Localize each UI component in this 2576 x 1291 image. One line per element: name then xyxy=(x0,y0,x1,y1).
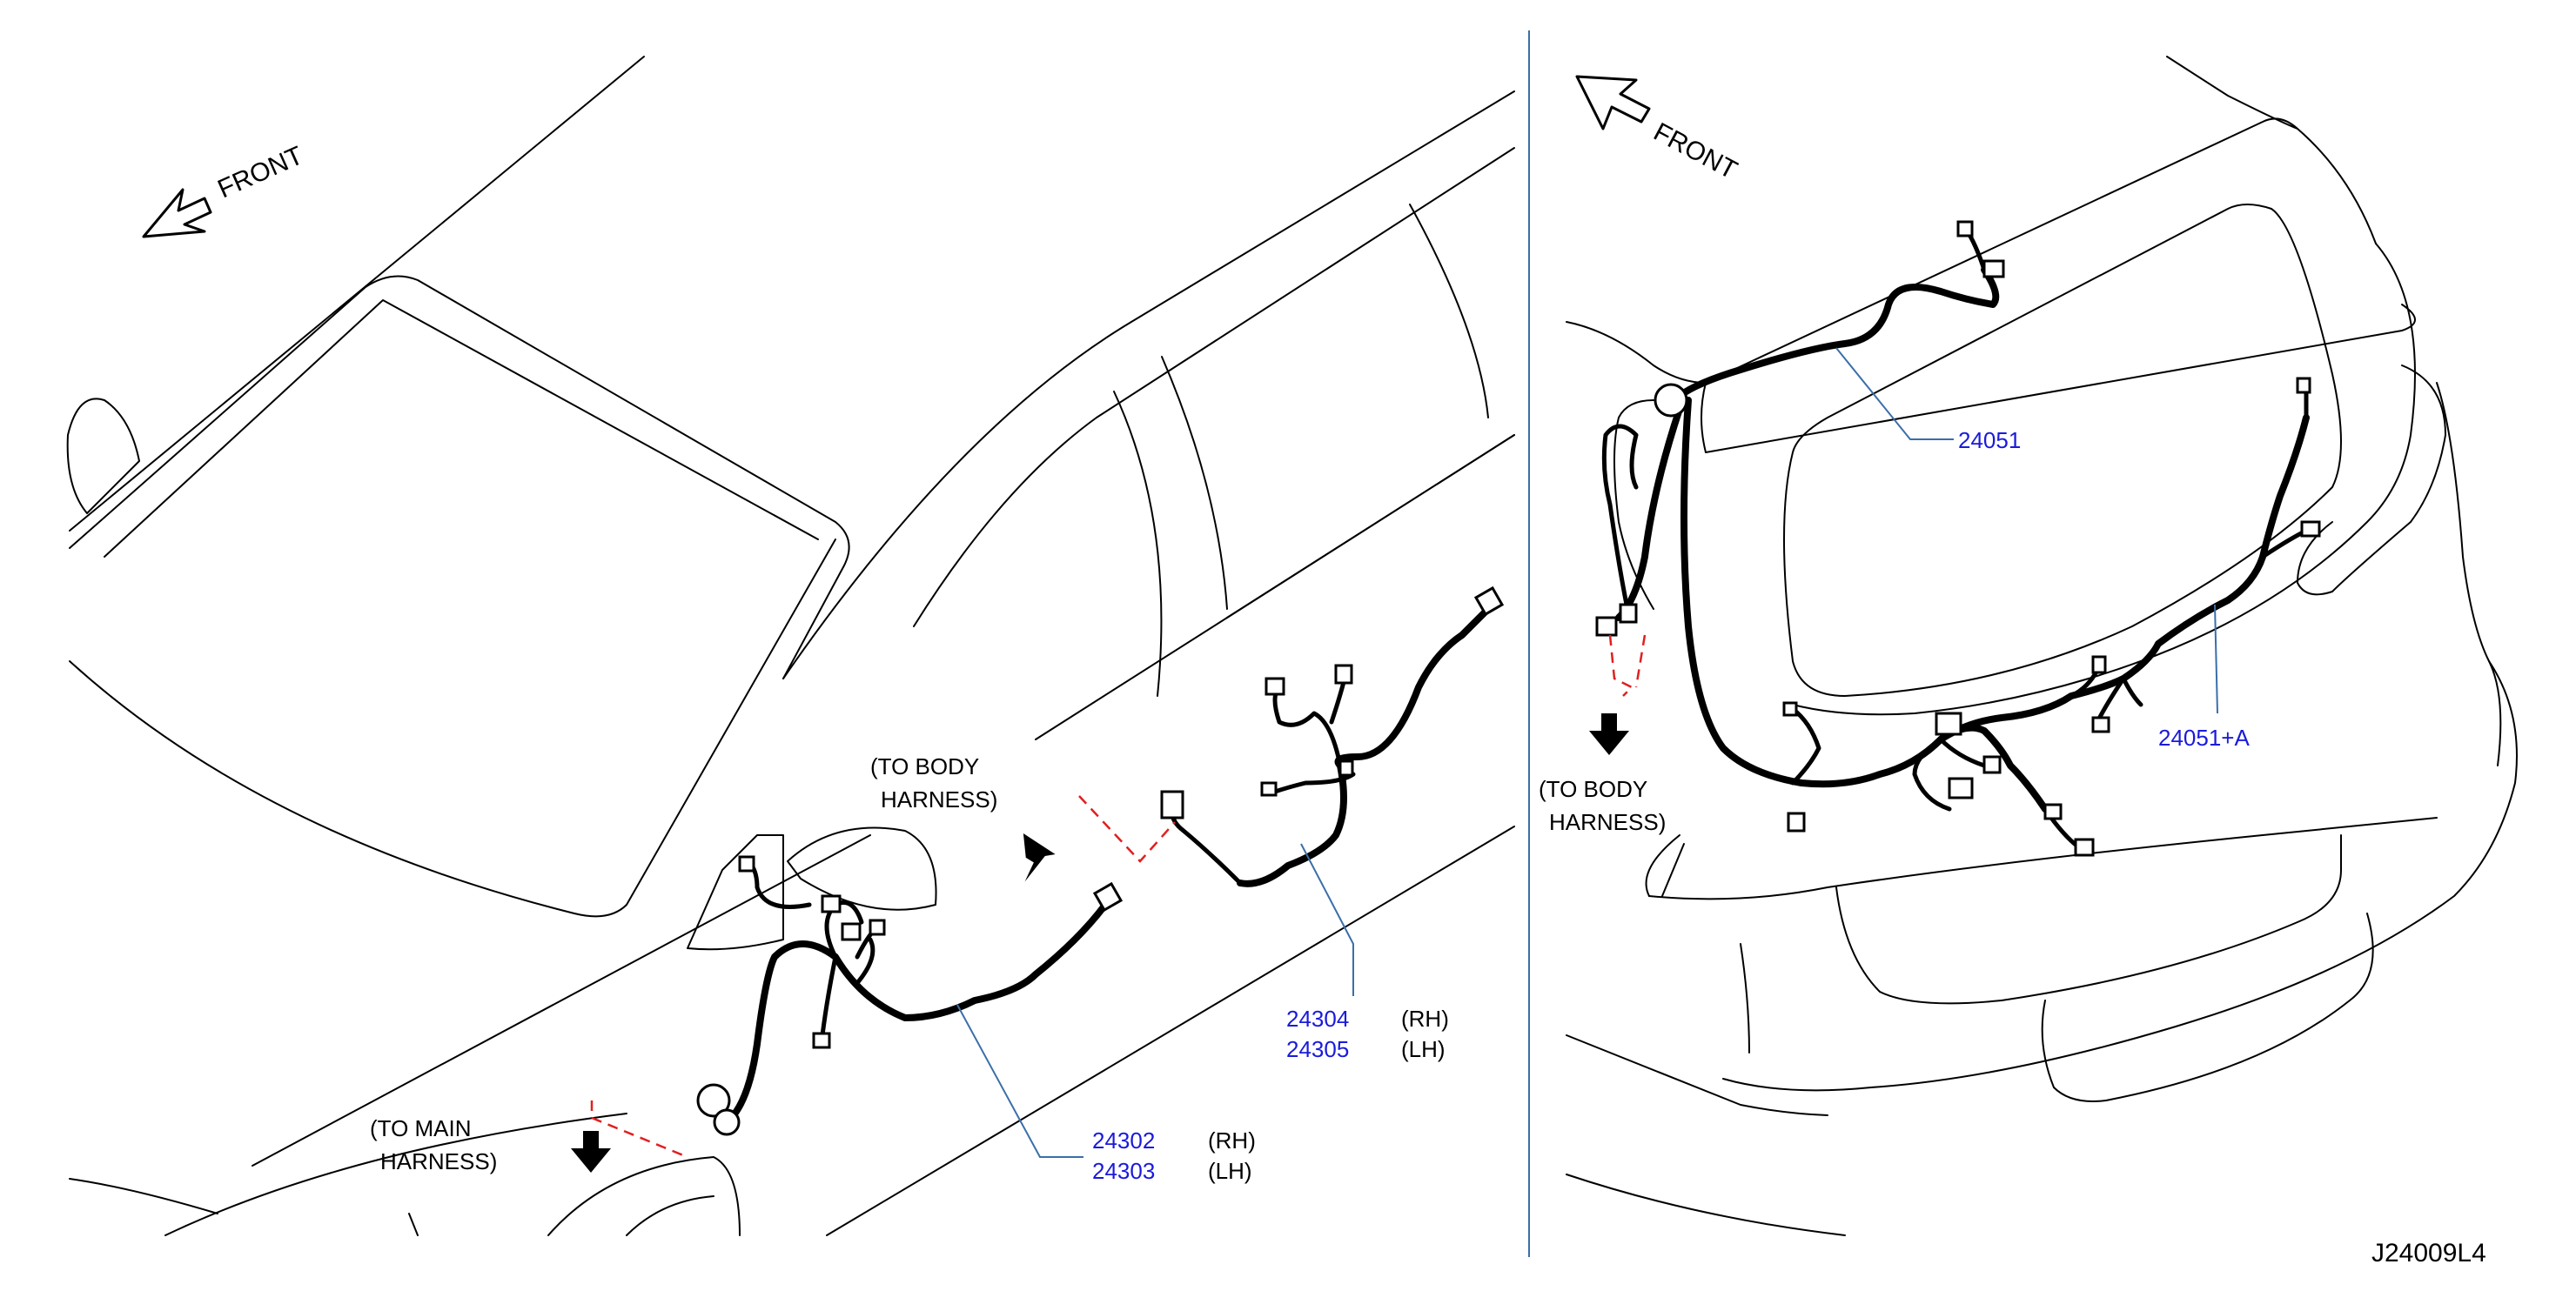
back-door-harness xyxy=(1595,220,2321,857)
callout-24051-A: 24051+A xyxy=(2158,725,2250,751)
main-harness-connection-line xyxy=(590,1100,688,1159)
svg-text:24305: 24305 xyxy=(1286,1036,1349,1062)
svg-text:(RH): (RH) xyxy=(1401,1006,1449,1032)
left-front-indicator: FRONT xyxy=(142,141,307,238)
right-front-indicator: FRONT xyxy=(1575,75,1742,185)
leader-line-24051 xyxy=(1835,347,1954,440)
callout-24051: 24051 xyxy=(1958,427,2021,453)
leader-line-24302 xyxy=(956,1004,1083,1158)
to-main-harness-label: (TO MAIN HARNESS) xyxy=(370,1115,611,1174)
to-body-harness-label-left: (TO BODY HARNESS) xyxy=(870,753,1056,882)
svg-text:HARNESS): HARNESS) xyxy=(380,1148,497,1174)
figure-id: J24009L4 xyxy=(2371,1239,2486,1268)
leader-line-24051A xyxy=(2214,604,2218,714)
svg-text:HARNESS): HARNESS) xyxy=(881,786,997,813)
svg-text:(LH): (LH) xyxy=(1208,1158,1252,1184)
svg-text:(TO BODY: (TO BODY xyxy=(1539,776,1647,802)
front-label: FRONT xyxy=(213,141,307,204)
callout-24302-24303: 24302 (RH) 24303 (LH) xyxy=(1092,1127,1256,1184)
rear-door-harness xyxy=(1160,585,1505,887)
filled-arrow-icon xyxy=(571,1131,611,1173)
body-harness-connection-line-right xyxy=(1608,634,1647,697)
outlined-arrow-icon xyxy=(142,188,212,238)
svg-text:(LH): (LH) xyxy=(1401,1036,1446,1062)
filled-arrow-icon xyxy=(1023,833,1056,882)
to-body-harness-label-right: (TO BODY HARNESS) xyxy=(1539,713,1685,897)
front-door-harness xyxy=(696,855,1124,1136)
svg-text:HARNESS): HARNESS) xyxy=(1549,809,1666,835)
front-label: FRONT xyxy=(1649,117,1742,185)
svg-text:(RH): (RH) xyxy=(1208,1127,1256,1154)
filled-arrow-icon xyxy=(1589,713,1629,755)
svg-text:24302: 24302 xyxy=(1092,1127,1155,1154)
leader-line-24304 xyxy=(1300,843,1354,996)
left-vehicle-outline xyxy=(66,56,1515,1236)
svg-text:(TO BODY: (TO BODY xyxy=(870,753,979,779)
body-harness-connection-line xyxy=(1078,795,1176,863)
svg-text:24303: 24303 xyxy=(1092,1158,1155,1184)
outlined-arrow-icon xyxy=(1575,75,1651,130)
svg-text:24304: 24304 xyxy=(1286,1006,1349,1032)
svg-text:(TO MAIN: (TO MAIN xyxy=(370,1115,472,1141)
callout-24304-24305: 24304 (RH) 24305 (LH) xyxy=(1286,1006,1449,1062)
right-vehicle-outline xyxy=(1566,56,2518,1236)
